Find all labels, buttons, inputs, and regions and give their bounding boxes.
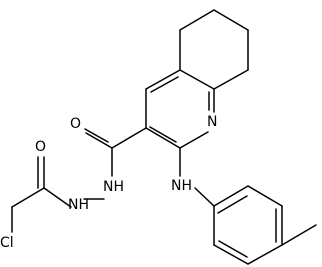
- cyclohexane-ring: [179, 9, 249, 90]
- atom-o-acyl: O: [35, 139, 46, 155]
- pyridine-ring: [145, 69, 215, 149]
- atom-nh-aniline: NH: [171, 178, 192, 194]
- atom-cl: Cl: [0, 235, 14, 251]
- tolyl-ring: [213, 185, 317, 265]
- atom-o-amide: O: [70, 116, 81, 132]
- aniline-link: [179, 147, 215, 207]
- chloroacetyl-hydrazide: [11, 156, 105, 233]
- atom-n-ring: N: [207, 114, 217, 130]
- atom-nh-upper: NH: [103, 179, 124, 195]
- amide-group: [84, 127, 147, 177]
- atom-nh-lower: NH: [68, 197, 89, 213]
